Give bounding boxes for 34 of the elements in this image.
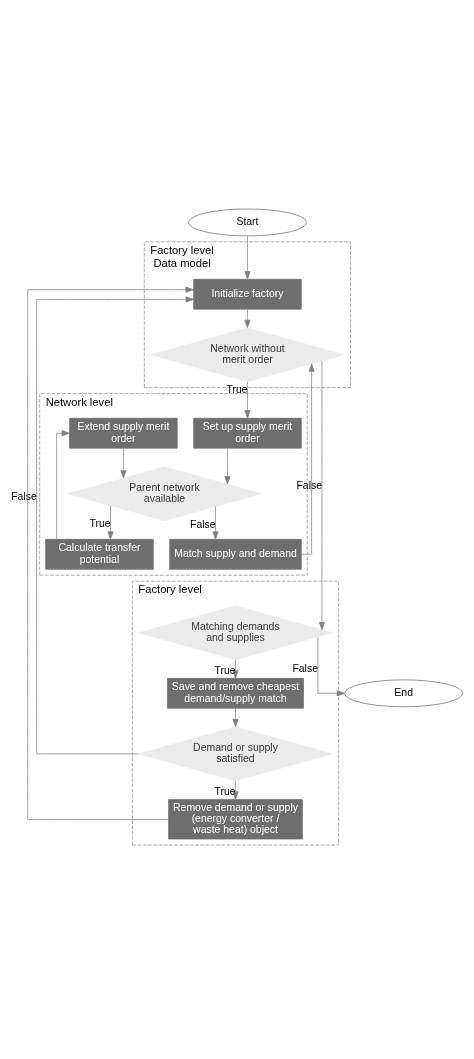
arrow bbox=[56, 429, 70, 540]
node-box: Match supply and demand bbox=[169, 538, 302, 570]
node-box: Initialize factory bbox=[193, 278, 302, 309]
arrow bbox=[224, 447, 231, 484]
arrow bbox=[244, 380, 251, 418]
node-box: Set up supply merit order bbox=[193, 417, 302, 449]
arrow bbox=[212, 505, 219, 540]
node-ellipse: End bbox=[344, 678, 464, 707]
arrow bbox=[244, 308, 251, 328]
edge-label: False bbox=[292, 662, 318, 674]
arrow bbox=[318, 360, 325, 630]
arrow bbox=[317, 636, 345, 696]
arrow bbox=[232, 658, 239, 679]
node-box: Extend supply merit order bbox=[69, 417, 178, 449]
node-ellipse: Start bbox=[188, 208, 307, 236]
node-diamond: Matching demands and supplies bbox=[138, 605, 333, 660]
arrow bbox=[107, 504, 114, 539]
arrow bbox=[27, 286, 194, 820]
node-box: Calculate transfer potential bbox=[45, 538, 154, 570]
edge-label: False bbox=[296, 479, 323, 491]
node-box: Remove demand or supply (energy converter / waste heat) object bbox=[168, 798, 303, 839]
arrow bbox=[232, 707, 239, 727]
arrow bbox=[36, 295, 194, 754]
edge-label: True bbox=[214, 785, 236, 797]
edge-label: False bbox=[11, 490, 37, 502]
arrow bbox=[244, 235, 251, 279]
arrow bbox=[232, 779, 239, 800]
node-box: Save and remove cheapest demand/supply match bbox=[167, 677, 304, 709]
edge-label: False bbox=[190, 518, 216, 530]
arrow bbox=[120, 447, 127, 478]
arrow bbox=[300, 362, 315, 555]
edge-label: True bbox=[214, 664, 236, 676]
node-diamond: Demand or supply satisfied bbox=[138, 726, 333, 781]
node-diamond: Network without merit order bbox=[150, 326, 345, 382]
